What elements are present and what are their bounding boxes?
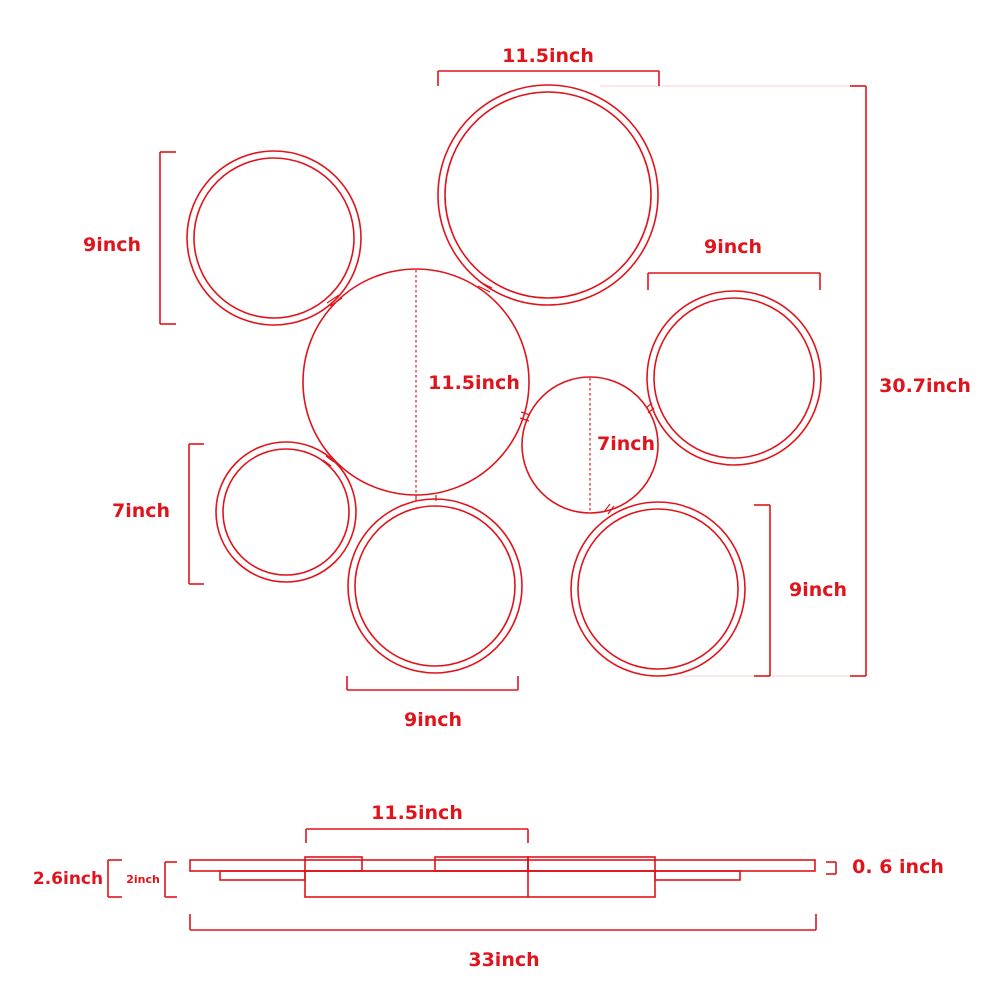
label-right-bottom-circle-height: 9inch xyxy=(789,579,847,601)
ring-bottom-center xyxy=(347,498,523,674)
dim-bracket-left-height xyxy=(159,151,176,325)
label-total-height: 30.7inch xyxy=(879,375,971,397)
label-small-circle-diameter: 7inch xyxy=(597,433,655,455)
dim-bracket-top-width xyxy=(437,70,660,86)
label-top-circle-width: 11.5inch xyxy=(502,45,594,67)
label-right-circle-width: 9inch xyxy=(704,236,762,258)
dim-bracket-side-thickness xyxy=(826,861,837,875)
ring-top-large xyxy=(437,84,659,306)
ring-lower-left-small xyxy=(215,441,357,583)
label-side-total-height: 2.6inch xyxy=(33,869,103,889)
dim-bracket-right-width xyxy=(647,272,821,290)
ring-upper-left xyxy=(186,150,362,326)
dim-bracket-side-total-width xyxy=(189,914,817,931)
ring-connectors xyxy=(322,281,655,515)
label-side-thickness: 0. 6 inch xyxy=(852,856,944,878)
label-side-center-width: 11.5inch xyxy=(371,802,463,824)
dim-bracket-side-body-height xyxy=(164,861,177,898)
label-center-circle-diameter: 11.5inch xyxy=(428,372,520,394)
ring-right xyxy=(646,290,822,466)
dim-bracket-left-small-height xyxy=(188,443,204,585)
side-view-profile xyxy=(189,856,816,898)
disc-center-small xyxy=(521,376,659,514)
dim-bracket-right-bottom-height xyxy=(754,504,771,677)
label-bottom-circle-width: 9inch xyxy=(404,709,462,731)
label-left-small-circle-height: 7inch xyxy=(112,500,170,522)
dim-bracket-side-center-width xyxy=(305,828,529,843)
label-side-body-height: 2inch xyxy=(126,873,160,886)
dim-bracket-side-total-height xyxy=(107,859,122,898)
label-left-circle-height: 9inch xyxy=(83,234,141,256)
ring-bottom-right xyxy=(570,501,746,677)
dim-bracket-bottom-width xyxy=(346,676,519,691)
label-side-total-width: 33inch xyxy=(468,949,539,971)
